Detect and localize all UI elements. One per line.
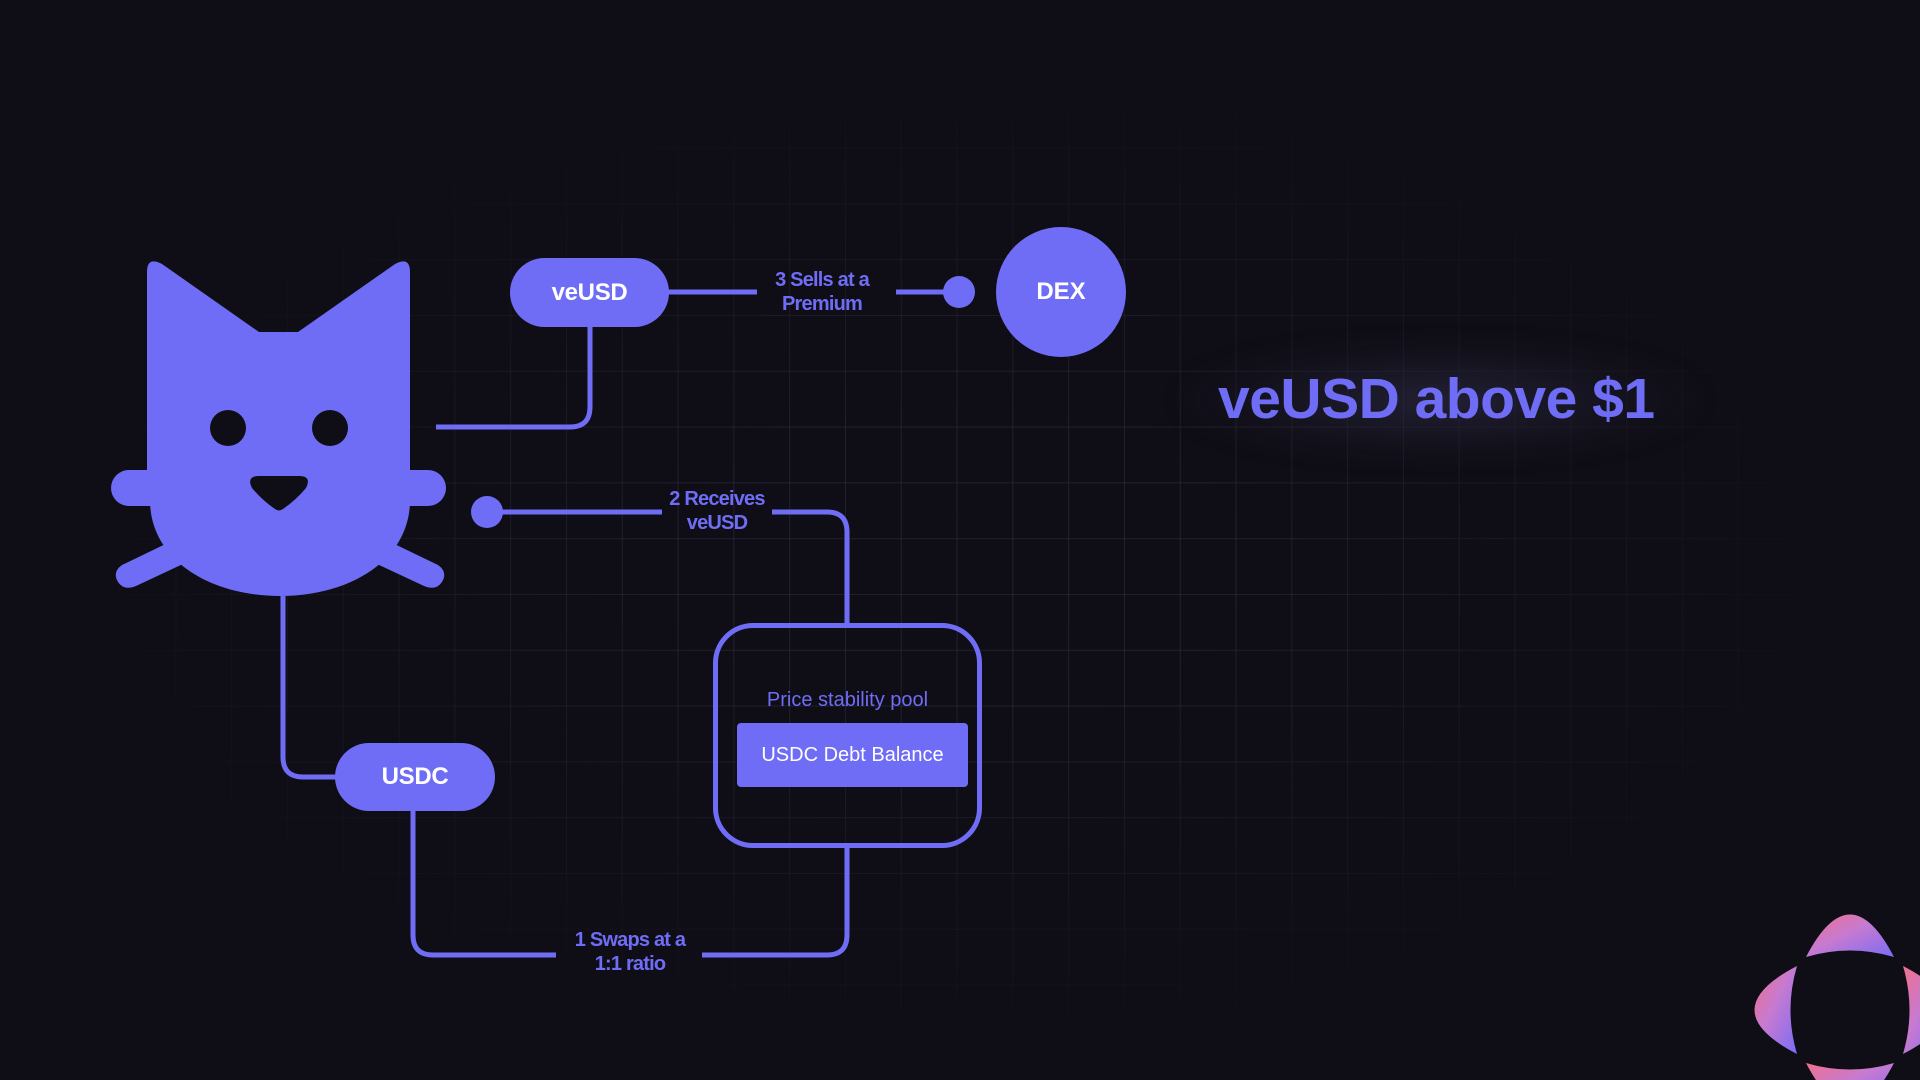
brand-logo-icon <box>1754 914 1920 1080</box>
connector-cat-to-veusd <box>436 325 593 430</box>
usdc-node[interactable]: USDC <box>335 743 495 811</box>
connector-receive-to-pool <box>772 509 850 623</box>
step-1-line1: 1 Swaps at a <box>574 929 686 951</box>
connector-swap-to-pool <box>702 848 850 958</box>
step-3-label: 3 Sells at a Premium <box>775 268 870 316</box>
step-3-line2: Premium <box>782 293 863 315</box>
connector-cat-to-usdc <box>280 596 336 780</box>
dex-node-label: DEX <box>1036 278 1086 305</box>
page-title: veUSD above $1 <box>1218 367 1655 431</box>
connector-usdc-to-swap <box>410 810 556 958</box>
dex-node[interactable]: DEX <box>996 227 1126 357</box>
step-2-line1: 2 Receives <box>669 488 765 510</box>
step-3-line1: 3 Sells at a <box>775 269 870 291</box>
usdc-debt-balance-label: USDC Debt Balance <box>761 743 944 766</box>
veusd-node[interactable]: veUSD <box>510 258 669 327</box>
price-stability-pool[interactable]: Price stability pool USDC Debt Balance <box>713 623 982 848</box>
step-2-label: 2 Receives veUSD <box>669 487 765 535</box>
usdc-node-label: USDC <box>381 763 449 790</box>
step-2-line2: veUSD <box>686 512 748 534</box>
veusd-node-label: veUSD <box>551 278 628 306</box>
title-glow <box>1180 340 1700 460</box>
step-1-line2: 1:1 ratio <box>594 953 666 975</box>
usdc-debt-balance: USDC Debt Balance <box>737 723 968 787</box>
cat-mascot-icon <box>111 261 446 596</box>
endpoint-dot-dex <box>943 276 975 308</box>
step-1-label: 1 Swaps at a 1:1 ratio <box>574 928 686 976</box>
pool-title: Price stability pool <box>766 689 929 711</box>
endpoint-dot-cat <box>471 496 503 528</box>
